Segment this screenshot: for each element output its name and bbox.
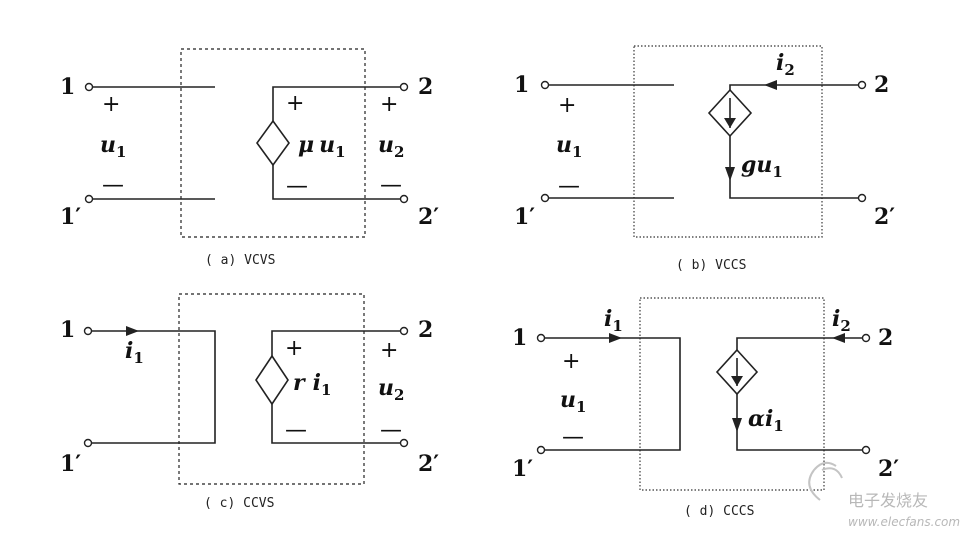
vccs-terminal-1prime <box>540 193 550 203</box>
panel-vccs: 1 1′ 2 2′ + — u1 i2 gu1 ( b) VCCS <box>514 45 895 273</box>
watermark-brand: 电子发烧友 <box>848 491 928 510</box>
cccs-terminal-1 <box>536 333 546 343</box>
ccvs-u2-plus: + <box>380 338 398 363</box>
vcvs-source-minus: — <box>286 174 308 199</box>
ccvs-port-1-label: 1 <box>60 317 75 343</box>
panel-cccs: 1 1′ 2 2′ i1 i2 + — u1 αi1 ( d) CCCS <box>512 297 899 519</box>
cccs-caption: ( d) CCCS <box>684 504 754 519</box>
vcvs-source-plus: + <box>286 91 304 116</box>
vccs-port-1prime-label: 1′ <box>514 204 535 230</box>
cccs-output-wire <box>736 337 862 451</box>
vccs-current-i2-arrowhead <box>764 80 777 90</box>
ccvs-dashed-box <box>178 293 365 485</box>
cccs-port-2-label: 2 <box>878 325 893 351</box>
cccs-output-current-arrowhead <box>732 418 742 432</box>
cccs-source-label: αi1 <box>748 406 784 435</box>
vcvs-terminal-1prime <box>84 194 94 204</box>
ccvs-terminal-2prime <box>399 438 409 448</box>
cccs-terminal-1prime <box>536 445 546 455</box>
cccs-u1-minus: — <box>562 425 584 450</box>
cccs-i1-label: i1 <box>604 306 623 335</box>
vcvs-caption: ( a) VCVS <box>205 253 275 268</box>
vcvs-u2-label: u2 <box>378 132 404 161</box>
vcvs-port-2prime-label: 2′ <box>418 204 439 230</box>
cccs-port-2prime-label: 2′ <box>878 456 899 482</box>
cccs-current-i2-arrowhead <box>832 333 845 343</box>
cccs-port-1prime-label: 1′ <box>512 456 533 482</box>
vccs-u1-minus: — <box>558 174 580 199</box>
vcvs-dependent-voltage-source <box>256 119 290 167</box>
ccvs-i1-label: i1 <box>125 338 144 367</box>
ccvs-caption: ( c) CCVS <box>204 496 274 511</box>
vccs-port-2-label: 2 <box>874 72 889 98</box>
vcvs-port-1prime-label: 1′ <box>60 204 81 230</box>
cccs-port-1-label: 1 <box>512 325 527 351</box>
vcvs-u1-plus: + <box>102 92 120 117</box>
vccs-output-wire <box>729 84 858 199</box>
vccs-port-1-label: 1 <box>514 72 529 98</box>
ccvs-source-minus: — <box>285 418 307 443</box>
ccvs-port-1prime-label: 1′ <box>60 451 81 477</box>
vccs-i2-label: i2 <box>776 50 795 79</box>
vcvs-dashed-box <box>180 48 366 238</box>
vccs-source-inner-arrowhead <box>724 118 736 128</box>
cccs-u1-label: u1 <box>560 387 586 416</box>
vccs-caption: ( b) VCCS <box>676 258 746 273</box>
vccs-terminal-2 <box>857 80 867 90</box>
watermark: 电子发烧友 www.elecfans.com <box>808 461 960 529</box>
cccs-terminal-2 <box>861 333 871 343</box>
vcvs-port-1-label: 1 <box>60 74 75 100</box>
vcvs-terminal-2prime <box>399 194 409 204</box>
cccs-current-i1-arrowhead <box>609 333 622 343</box>
vccs-terminal-2prime <box>857 193 867 203</box>
vccs-u1-label: u1 <box>556 132 582 161</box>
ccvs-dependent-voltage-source <box>255 354 289 406</box>
ccvs-terminal-2 <box>399 326 409 336</box>
ccvs-u2-minus: — <box>380 418 402 443</box>
cccs-u1-plus: + <box>562 349 580 374</box>
cccs-i2-label: i2 <box>832 306 851 335</box>
ccvs-port-2-label: 2 <box>418 317 433 343</box>
ccvs-terminal-1 <box>83 326 93 336</box>
cccs-source-inner-arrowhead <box>731 376 743 386</box>
vccs-port-2prime-label: 2′ <box>874 204 895 230</box>
vcvs-terminal-2 <box>399 82 409 92</box>
ccvs-port-2prime-label: 2′ <box>418 451 439 477</box>
ccvs-terminal-1prime <box>83 438 93 448</box>
cccs-terminal-2prime <box>861 445 871 455</box>
vccs-terminal-1 <box>540 80 550 90</box>
ccvs-source-plus: + <box>285 336 303 361</box>
watermark-url: www.elecfans.com <box>848 515 960 529</box>
vcvs-port-2-label: 2 <box>418 74 433 100</box>
ccvs-u2-label: u2 <box>378 375 404 404</box>
vccs-u1-plus: + <box>558 93 576 118</box>
vcvs-u1-minus: — <box>102 173 124 198</box>
vcvs-u1-label: u1 <box>100 132 126 161</box>
vccs-dotted-box <box>633 45 823 238</box>
vccs-source-label: gu1 <box>741 152 783 181</box>
watermark-logo-icon <box>808 461 843 501</box>
ccvs-input-short-wire <box>92 330 216 444</box>
vcvs-terminal-1 <box>84 82 94 92</box>
ccvs-current-i1-arrowhead <box>126 326 139 336</box>
vccs-output-current-arrowhead <box>725 167 735 181</box>
vcvs-u2-plus: + <box>380 92 398 117</box>
cccs-dotted-box <box>639 297 825 491</box>
vcvs-u2-minus: — <box>380 173 402 198</box>
